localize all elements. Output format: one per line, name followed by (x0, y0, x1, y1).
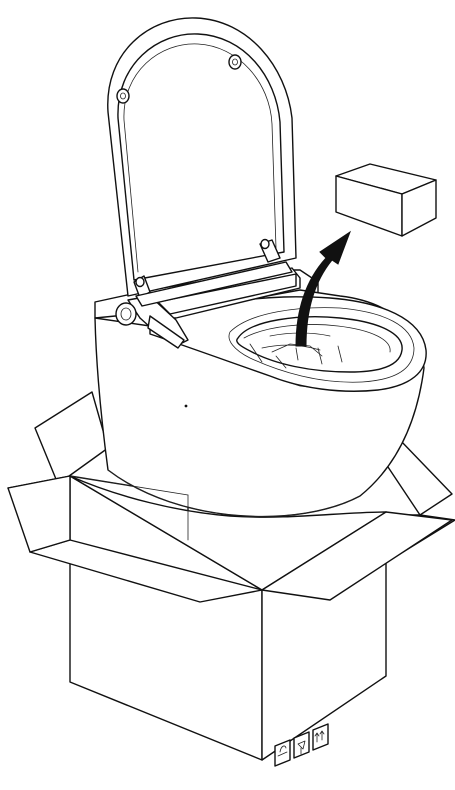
box-front-right-flap (261, 511, 453, 601)
package-symbols (274, 723, 329, 767)
lid-bumper-left-top (116, 88, 130, 104)
lid-inner-face (117, 33, 285, 281)
keep-dry-icon (274, 739, 291, 767)
fragile-icon (293, 731, 310, 759)
toilet-bowl (94, 267, 427, 518)
accessory-box-side (401, 179, 437, 237)
accessory-box (335, 163, 437, 237)
toilet-lid (107, 17, 297, 307)
lid-bumper-right-top (228, 54, 242, 70)
lift-arrow-icon (295, 230, 352, 347)
box-back-left-flap (34, 391, 109, 485)
curved-arrow (295, 230, 352, 347)
this-way-up-icon (312, 723, 329, 751)
left-hinge-knob (115, 302, 137, 326)
cardboard-box-front (7, 469, 453, 767)
